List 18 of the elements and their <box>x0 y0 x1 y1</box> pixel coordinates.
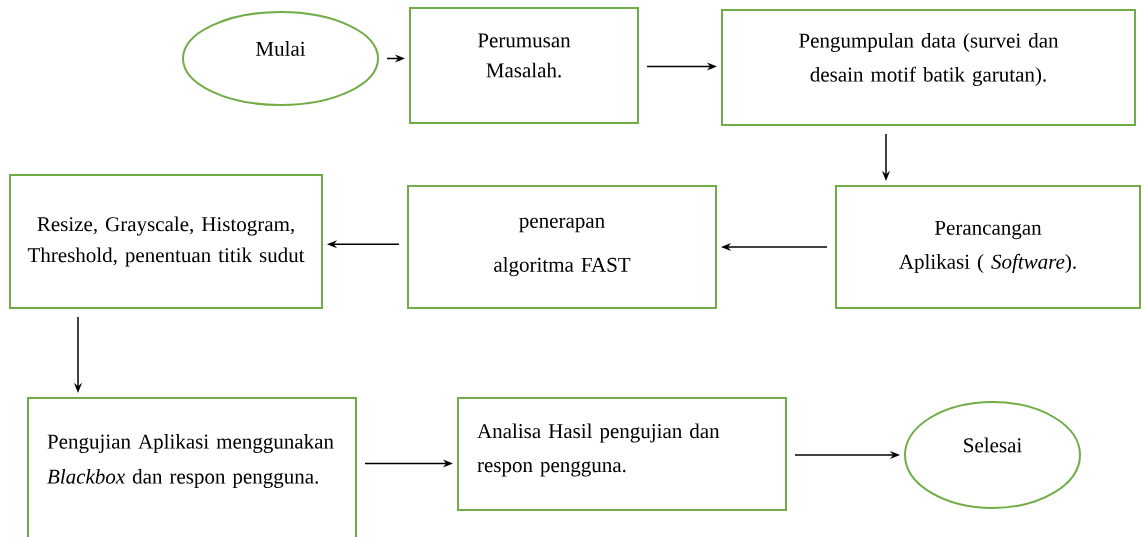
node-text: penerapan algoritma FAST <box>494 217 631 277</box>
process-box <box>409 7 639 124</box>
node-text: Pengujian Aplikasi menggunakan Blackbox dan respon pengguna. <box>47 433 334 489</box>
terminal-ellipse <box>904 401 1081 509</box>
node-text: Perumusan Masalah. <box>477 33 571 78</box>
node-text: Pengumpulan data (survei dan desain motif batik garutan). <box>799 32 1059 87</box>
process-box <box>27 397 357 537</box>
node-text: Perancangan Aplikasi ( Software). <box>899 220 1076 274</box>
terminal-ellipse <box>182 11 379 106</box>
node-text: Analisa Hasil pengujian dan respon pengguna. <box>477 423 720 477</box>
node-text: Resize, Grayscale, Histogram, Threshold, penentuan titik sudut <box>27 216 305 267</box>
node-text: Mulai <box>256 41 306 56</box>
node-text: Selesai <box>964 437 1022 453</box>
process-box <box>835 185 1141 309</box>
process-box <box>9 174 323 309</box>
process-box <box>457 397 787 511</box>
process-box <box>407 185 717 309</box>
process-box <box>721 9 1136 126</box>
